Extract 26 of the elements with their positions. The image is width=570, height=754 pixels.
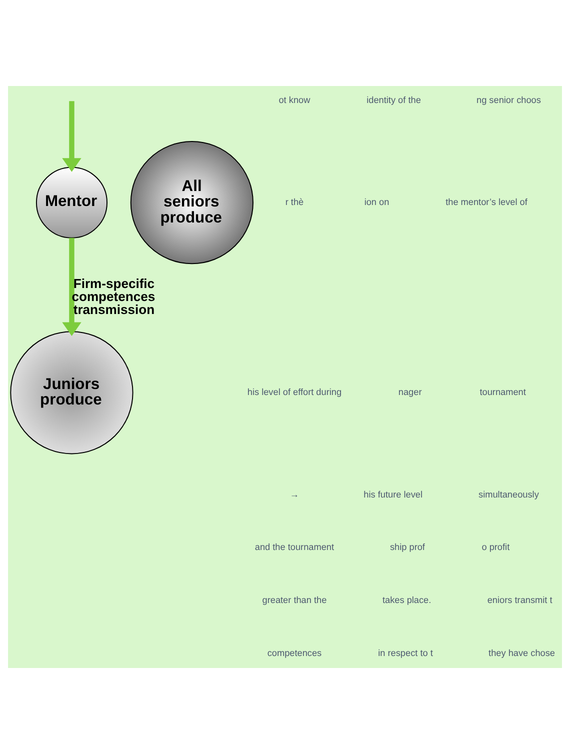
arrow (62, 238, 82, 336)
label: ship prof (390, 542, 425, 552)
label: his future level (364, 489, 423, 500)
node-circle: All seniors produce (130, 141, 254, 264)
label: → (290, 489, 300, 500)
node-circle: Juniors produce (10, 331, 134, 454)
label: greater than the (262, 595, 327, 606)
label: the mentor’s level of (446, 197, 528, 208)
label: ng senior choos (476, 94, 541, 105)
label: and the tournament (254, 542, 334, 552)
label: they have chose (488, 648, 556, 658)
arrow (62, 101, 82, 172)
label: takes place. (382, 595, 432, 606)
label: simultaneously (478, 489, 539, 500)
label: ot know (278, 94, 310, 105)
node-circle: Mentor (36, 166, 108, 238)
label: competences (267, 648, 322, 658)
label: in respect to t (378, 648, 433, 658)
label: ion on (364, 197, 390, 208)
label: his level of effort during (247, 387, 342, 398)
label: r thè (285, 197, 304, 208)
label: nager (398, 387, 422, 398)
label: tournament (480, 387, 526, 398)
label: identity of the (366, 94, 421, 105)
label: o profit (482, 542, 510, 552)
label: eniors transmit t (487, 595, 552, 606)
